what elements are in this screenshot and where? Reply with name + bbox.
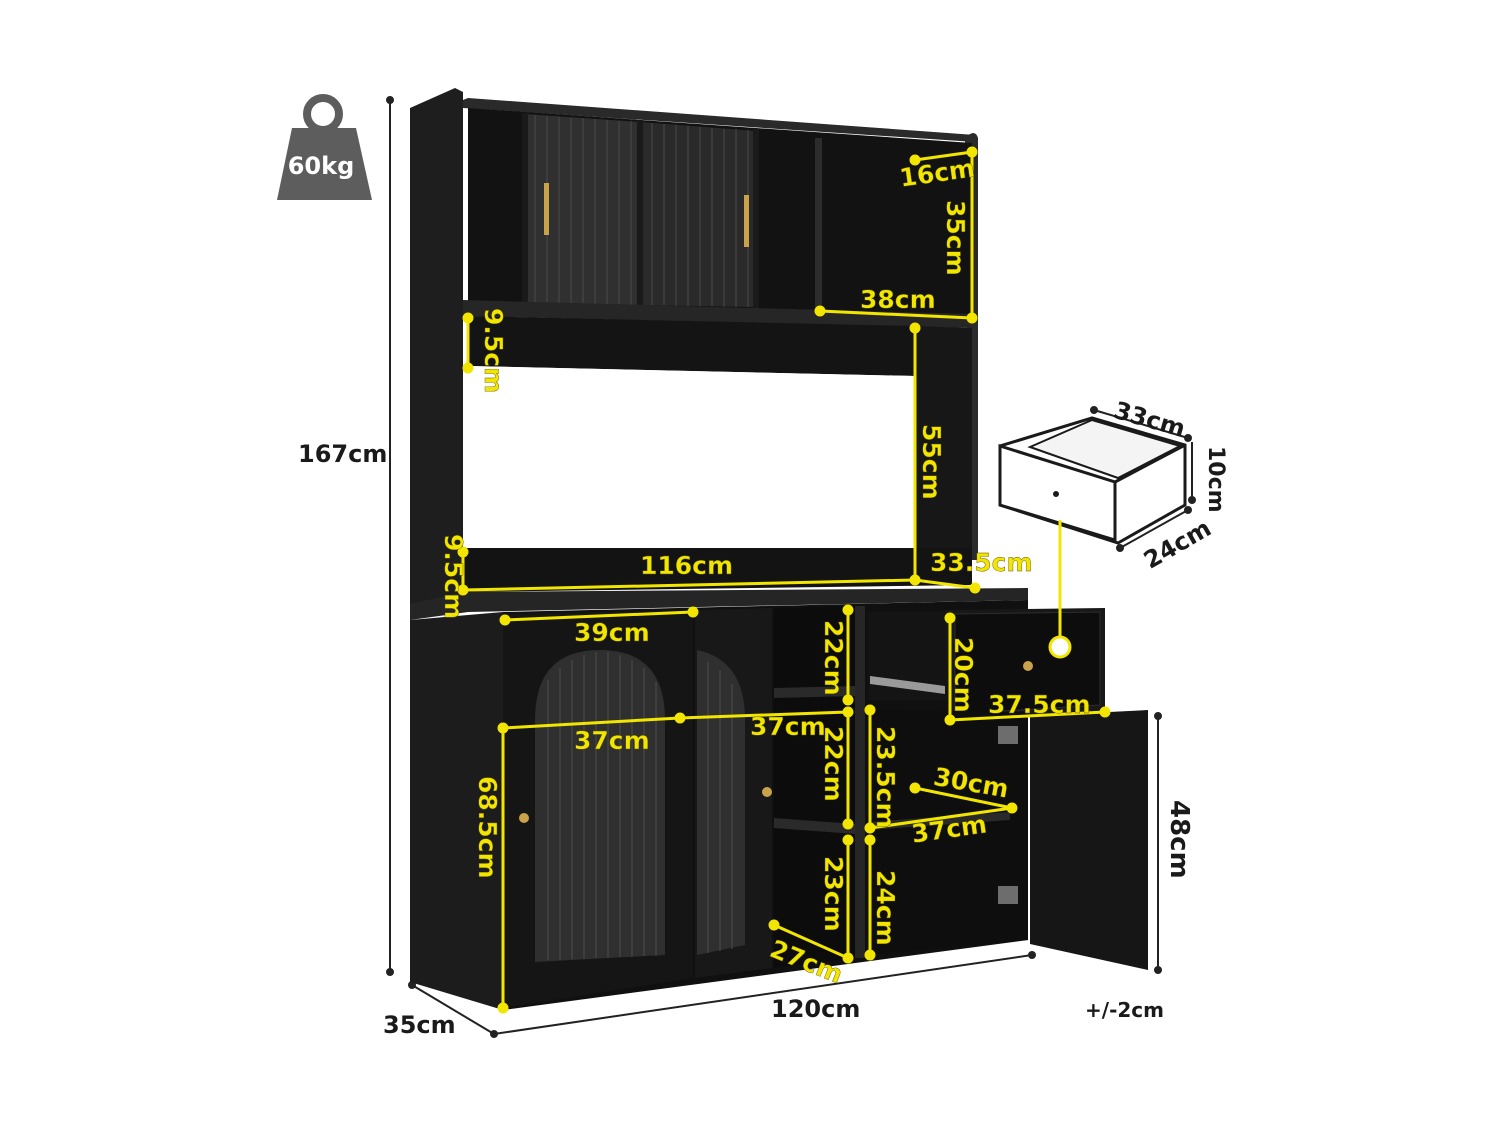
drawer-slide [870,676,945,694]
shelf-width-left-label: 37cm [574,726,650,755]
weight-label: 60kg [287,152,355,180]
dimension-lines [457,146,1111,1014]
base-cabinet [410,600,1148,1010]
open-cubby-bottom-label: 23cm [819,856,848,932]
counter-width-label: 116cm [640,551,734,580]
side-height-label: 48cm [1164,800,1194,879]
hinge-icon [998,886,1018,904]
overall-depth-label: 35cm [383,1011,456,1039]
cabinet-lower-height-label: 24cm [871,870,900,946]
overall-width-label: 120cm [771,995,861,1023]
knob-icon [762,787,772,797]
back-lip-height-label: 9.5cm [439,534,468,620]
open-cubby-top-label: 22cm [819,620,848,696]
drawer-front-width-label: 37.5cm [988,690,1091,719]
drawer-height-label: 10cm [1203,446,1228,513]
overall-height-line [386,96,394,976]
door-width-label: 39cm [574,618,650,647]
weight-icon [277,94,372,200]
cubby-height-label: 35cm [941,200,970,276]
knob-highlight-icon [1048,635,1072,659]
hutch [410,88,1028,620]
hinge-icon [998,726,1018,744]
overall-base-lines [408,712,1162,1038]
handle-icon [744,195,749,247]
counter-depth-label: 33.5cm [930,548,1033,577]
drawer-space-height-label: 20cm [949,637,978,713]
shelf-width-mid-label: 37cm [750,712,826,741]
cabinet-upper-height-label: 23.5cm [871,726,900,829]
cubby-width-label: 38cm [860,285,936,314]
knob-icon [1023,661,1033,671]
knob-icon [519,813,529,823]
drawer-detail-dimension-lines [1090,406,1196,552]
tolerance-label: +/-2cm [1085,998,1164,1022]
overall-height-label: 167cm [298,440,388,468]
handle-icon [544,183,549,235]
upper-gap-label: 9.5cm [479,308,508,394]
door-height-label: 68.5cm [473,776,502,879]
opening-height-label: 55cm [917,424,946,500]
drawer-detail [998,416,1187,545]
open-cubby-mid-label: 22cm [819,726,848,802]
